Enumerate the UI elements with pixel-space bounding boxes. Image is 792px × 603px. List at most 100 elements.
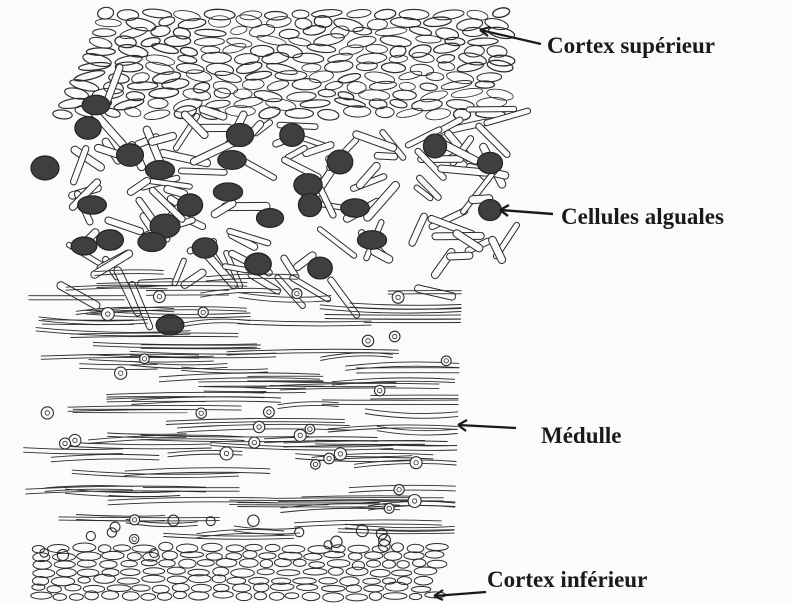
cortex-cell [420, 89, 449, 104]
medulla-hypha [325, 315, 461, 316]
lower-cortex-cell [54, 561, 75, 568]
cortex-cell [376, 107, 395, 118]
cortex-cell [456, 17, 484, 32]
medulla-hypha [93, 346, 257, 348]
cortex-cell [253, 89, 283, 104]
cortex-cell [292, 10, 309, 18]
medulla-hypha [380, 449, 457, 450]
algal-cell [256, 209, 283, 228]
lower-cortex-spore [110, 522, 120, 532]
cortex-cell [124, 105, 142, 118]
algal-cell [357, 231, 386, 250]
lower-cortex-cell [245, 544, 262, 551]
lower-cortex-cell [397, 561, 409, 569]
cortex-cell [423, 16, 451, 28]
cortex-cell [441, 79, 473, 92]
medulla-hypha [70, 447, 212, 449]
hypha-segment [446, 252, 473, 260]
lower-cortex-cell [122, 592, 139, 601]
hypha-wall [414, 284, 457, 301]
lower-cortex-cell [383, 593, 407, 600]
hypha-segment [408, 212, 429, 247]
lower-cortex-cell [367, 560, 381, 567]
medulla-spore [41, 407, 53, 419]
cortex-cell [337, 72, 361, 85]
medulla-spore [375, 385, 385, 395]
lower-cortex-cell [113, 545, 130, 551]
cortex-cell [264, 11, 287, 20]
medulla-spore [292, 289, 302, 299]
lower-cortex-cell [327, 560, 350, 568]
lower-cortex-cell [77, 569, 99, 576]
medulla-spore [384, 504, 394, 514]
medulla-hypha [237, 320, 371, 322]
cortex-cell [185, 68, 213, 84]
medulla-hypha [294, 520, 442, 523]
cortex-cell [226, 36, 252, 48]
algal-cell [78, 196, 107, 214]
cortex-cell [145, 53, 175, 67]
lower-cortex-cell [100, 561, 117, 569]
medulla-spore [130, 515, 140, 525]
lower-cortex-cell [202, 543, 223, 551]
lower-cortex-cell [293, 559, 306, 566]
lower-cortex-cell [33, 569, 55, 577]
hypha-wall [326, 276, 360, 320]
medulla-hypha [204, 387, 266, 388]
cortex-cell [486, 45, 507, 58]
medulla-hypha [51, 459, 159, 462]
label-medulla: Médulle [541, 424, 622, 447]
medulla-hypha [377, 431, 458, 436]
medulla-hypha [281, 508, 400, 512]
medulla-hypha [71, 333, 239, 334]
cortex-cell [266, 61, 299, 76]
cortex-cell [125, 16, 157, 34]
medulla-hypha [93, 342, 257, 344]
lower-cortex-cell [259, 553, 276, 559]
algal-cell [308, 257, 333, 279]
cortex-cell [212, 79, 239, 95]
medulla-hypha [338, 532, 455, 534]
medulla-spore [264, 407, 275, 418]
medulla-hypha [280, 383, 440, 385]
hypha-segment [326, 276, 360, 320]
medulla-spore [392, 292, 404, 304]
lower-cortex-cell [384, 552, 402, 561]
lower-cortex-cell [213, 591, 233, 598]
medulla-hypha [41, 357, 199, 359]
medulla-hypha [350, 303, 462, 305]
lower-cortex-cell [157, 593, 171, 601]
cortex-cell [408, 43, 433, 60]
medulla-hypha [71, 336, 239, 337]
lower-cortex-cell [77, 560, 96, 567]
upper-cortex-layer [52, 6, 515, 121]
medulla-hypha [227, 349, 399, 352]
medulla-hypha [365, 414, 458, 419]
cortex-cell [150, 25, 171, 38]
cortex-cell [347, 81, 366, 93]
lower-cortex-cell [346, 585, 361, 593]
medulla-hypha [325, 319, 461, 320]
medulla-hypha [51, 454, 159, 457]
algal-cell [341, 199, 370, 217]
medulla-hypha [106, 392, 264, 394]
cortex-cell [433, 8, 465, 21]
cortex-cell [295, 17, 313, 30]
lower-cortex-cell [179, 559, 196, 568]
medulla-hypha [108, 497, 278, 500]
medulla-hypha [23, 452, 123, 454]
lower-cortex-cell [303, 568, 327, 575]
lower-cortex-cell [197, 560, 214, 567]
medulla-spore [130, 534, 139, 543]
cortex-cell [317, 108, 339, 121]
medulla-spore [220, 447, 233, 460]
algal-cell [117, 144, 144, 166]
cortex-cell [468, 37, 499, 46]
medulla-hypha [89, 360, 214, 362]
lower-cortex-cell [159, 542, 173, 551]
medulla-hypha [365, 409, 458, 414]
medulla-spore [154, 291, 166, 303]
medulla-spore [196, 408, 206, 418]
medulla-hypha [204, 391, 266, 392]
hypha-wall [466, 106, 516, 112]
